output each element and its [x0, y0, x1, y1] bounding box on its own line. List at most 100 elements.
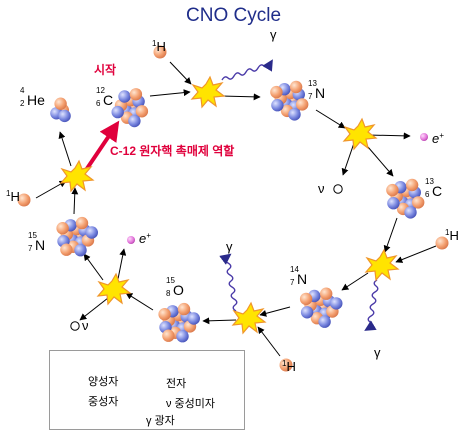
reaction-flash-6 [59, 159, 95, 193]
neutron-n13-11 [288, 108, 301, 121]
legend-proton-label: 양성자 [88, 376, 119, 388]
neutron-c13-11 [404, 206, 417, 219]
neutron-o15-13 [187, 312, 200, 325]
arrow-flash4-to-o15 [202, 317, 237, 325]
reaction-flash-1 [190, 75, 226, 109]
positron-particle-1 [420, 133, 428, 141]
proton-o15-14 [162, 329, 175, 342]
proton-n15-12 [56, 222, 69, 235]
proton-n15-14 [60, 243, 73, 256]
hydrogen-label-1: 1H [152, 39, 166, 54]
proton-h1-2 [435, 236, 449, 250]
neutron-n13-9 [271, 99, 284, 112]
proton-c12-10 [129, 88, 143, 101]
proton-n15-10 [75, 216, 89, 230]
arrow-flash5-to-positron [117, 248, 127, 280]
arrow-c12-to-flash1 [149, 89, 191, 97]
neutron-c12-11 [128, 114, 141, 128]
arrow-o15-to-flash5 [125, 292, 154, 311]
arrow-flash2-to-c13 [367, 146, 394, 177]
arrow-flash6-to-he4 [58, 131, 72, 167]
gamma-wave-1 [221, 59, 273, 81]
neutron-o15-11 [176, 330, 189, 343]
proton-n14-12 [299, 292, 313, 306]
gamma-label-1: γ [270, 27, 277, 42]
arrow-h1-to-flash1 [169, 61, 192, 85]
proton-n14-10 [320, 287, 333, 300]
legend-electron-label: 전자 [166, 378, 187, 390]
arrow-flash2-to-neutrino [341, 142, 355, 176]
proton-n13-8 [296, 98, 309, 111]
diagram-title: CNO Cycle [186, 5, 282, 26]
start-label: 시작 [94, 63, 117, 77]
neutron-he4-3 [58, 109, 71, 123]
nucleus-c13 [386, 178, 425, 219]
nucleus-c12 [111, 88, 149, 128]
arrow-flash5-to-n15 [83, 253, 104, 281]
proton-n13-12 [270, 85, 283, 99]
hydrogen-label-4: 1H [6, 189, 20, 204]
hydrogen-label-2: 1H [445, 228, 459, 243]
proton-h1-3 [279, 358, 293, 372]
arrow-c13-to-flash3 [383, 217, 398, 253]
neutron-n14-9 [300, 306, 314, 319]
arrow-flash5-to-neutrino [79, 297, 109, 321]
neutron-c12-9 [111, 105, 124, 119]
gamma-wave-2 [364, 279, 379, 331]
proton-h1-1 [153, 45, 167, 59]
gamma-wave-3 [219, 253, 238, 312]
arrow-h4-to-flash6 [35, 180, 67, 199]
proton-he4-2 [54, 97, 67, 110]
legend-box [49, 350, 245, 430]
legend-neutrino-label: ν 중성미자 [166, 398, 216, 410]
neutron-n15-11 [74, 244, 87, 257]
nucleus-n14 [299, 287, 343, 328]
proton-c13-8 [412, 196, 425, 209]
arrow-h2-to-flash3 [395, 245, 437, 263]
neutrino-label-1: ν [318, 181, 325, 196]
proton-o15-12 [158, 308, 171, 321]
gamma-label-3: γ [226, 239, 233, 254]
positron-label-2: e+ [139, 231, 151, 246]
proton-c12-8 [135, 105, 149, 118]
neutron-n14-13 [330, 297, 343, 310]
positron-label-1: e+ [432, 131, 444, 146]
arrow-n13-to-flash2 [315, 109, 346, 129]
positron-particle-2 [127, 236, 135, 244]
arrow-flash2-to-positron [367, 132, 411, 140]
legend-neutron-label: 중성자 [88, 396, 119, 408]
arrow-n15-to-flash6 [71, 187, 79, 215]
reaction-flash-3 [364, 248, 400, 282]
neutron-c12-7 [118, 90, 131, 103]
nucleus-o15 [158, 302, 200, 343]
neutron-c13-9 [387, 197, 400, 210]
nucleus-n13 [270, 80, 309, 121]
reaction-arrows [35, 61, 437, 357]
proton-h1-4 [17, 193, 31, 207]
reaction-flash-2 [342, 117, 378, 151]
neutrino-label-2: ν [82, 318, 89, 333]
arrow-n14-to-flash4 [259, 306, 291, 317]
start-arrow [84, 120, 120, 172]
neutrino-particle-2 [70, 321, 80, 331]
gamma-label-2: γ [374, 345, 381, 360]
reaction-flash-5 [96, 272, 132, 306]
reaction-flash-4 [231, 301, 267, 335]
nucleus-n15 [56, 216, 99, 257]
gamma-waves [219, 59, 379, 331]
arrow-flash3-to-n14 [341, 272, 369, 291]
catalyst-label: C-12 원자핵 촉매제 역할 [110, 144, 235, 158]
arrow-flash1-to-n13 [220, 93, 261, 101]
proton-o15-10 [177, 302, 191, 316]
reaction-flashes [59, 75, 400, 335]
neutrino-particle-1 [333, 184, 343, 194]
legend-photon-label: γ 광자 [146, 415, 175, 427]
proton-c13-10 [405, 178, 419, 192]
